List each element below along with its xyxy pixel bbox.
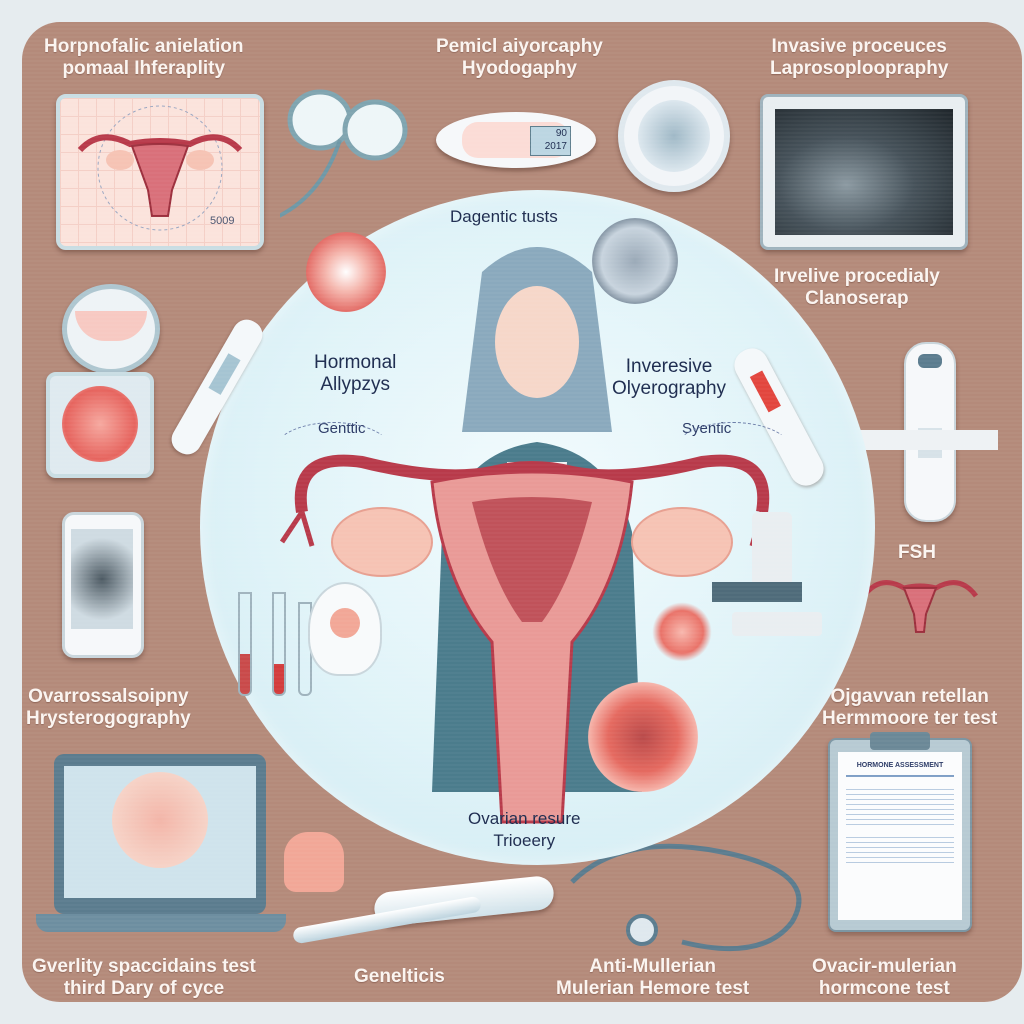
speculum-icon bbox=[269, 89, 408, 222]
connector-arc-left bbox=[272, 422, 394, 484]
test-tube bbox=[272, 592, 286, 696]
laptop-ultrasound bbox=[36, 750, 286, 940]
label-line: Allypzys bbox=[320, 374, 391, 395]
laptop-bezel bbox=[54, 754, 266, 914]
label-line: hormcone test bbox=[818, 978, 950, 999]
report-sheet: HORMONE ASSESSMENT bbox=[838, 752, 962, 920]
label-top-center: Pemicl aiyorcaphy Hyodogaphy bbox=[436, 36, 603, 80]
uterus-small-icon bbox=[861, 580, 979, 633]
laptop-screen bbox=[64, 766, 256, 898]
label-fsh: FSH bbox=[898, 542, 936, 563]
connector-arc-right bbox=[672, 422, 794, 484]
tissue-sample-card bbox=[46, 372, 154, 478]
label-line: Trioeery bbox=[493, 831, 556, 850]
egg-capsule bbox=[308, 582, 382, 676]
microscope-body bbox=[752, 512, 792, 592]
report-title: HORMONE ASSESSMENT bbox=[856, 762, 944, 769]
egg-cell-icon bbox=[306, 232, 386, 312]
ultrasound-monitor bbox=[760, 94, 968, 250]
uterus-diagram-icon: 5009 bbox=[77, 105, 243, 231]
center-title: Dagentic tusts bbox=[450, 207, 558, 226]
label-right-lower: Ojgavvan retellan Hermmoore ter test bbox=[822, 686, 997, 730]
label-line: Irvelive procedialy bbox=[774, 266, 940, 287]
label-line: Gverlity spaccidains test bbox=[32, 956, 256, 977]
fertility-monitor: 90 2017 bbox=[436, 112, 596, 168]
microscope-base bbox=[732, 612, 822, 636]
svg-text:5009: 5009 bbox=[210, 215, 234, 227]
test-tube bbox=[238, 592, 252, 696]
sample-fill bbox=[75, 311, 147, 341]
ovulation-test-device bbox=[834, 342, 998, 522]
report-rule bbox=[846, 775, 954, 777]
label-line: Horpnofalic anielation bbox=[44, 36, 244, 57]
cell-sample-icon bbox=[638, 100, 710, 172]
report-lines bbox=[846, 833, 954, 863]
label-line: third Dary of cyce bbox=[63, 978, 225, 999]
tissue-sample-icon bbox=[62, 386, 138, 462]
microscope-slide-lens bbox=[618, 80, 730, 192]
infographic-panel: Horpnofalic anielation pomaal Ihferaplit… bbox=[22, 22, 1022, 1002]
label-line: Clanoserap bbox=[805, 288, 909, 309]
smartphone-ultrasound bbox=[62, 512, 144, 658]
label-line: Pemicl aiyorcaphy bbox=[436, 36, 603, 57]
egg-cell-small-icon bbox=[652, 602, 712, 662]
strip-clamp bbox=[858, 430, 998, 450]
label-line: Ovacir-mulerian bbox=[812, 956, 957, 977]
inner-label-invasive: Inveresive Olyerography bbox=[612, 356, 726, 400]
label-line: Ovarrossalsoipny bbox=[28, 686, 189, 707]
label-bottom-right: Ovacir-mulerian hormcone test bbox=[812, 956, 957, 1000]
label-line: Anti-Mullerian bbox=[589, 956, 716, 977]
label-line: Hormonal bbox=[314, 352, 397, 373]
uterus-diagram-card: 5009 bbox=[56, 94, 264, 250]
label-top-right: Invasive proceuces Laprosoploopraphy bbox=[770, 36, 948, 80]
inner-label-hormonal: Hormonal Allypzys bbox=[314, 352, 396, 396]
label-line: Inveresive bbox=[625, 356, 713, 377]
clipboard-clip bbox=[870, 732, 930, 750]
label-line: Ojgavvan retellan bbox=[830, 686, 989, 707]
label-line: Hyodogaphy bbox=[461, 58, 577, 79]
report-lines bbox=[846, 785, 954, 825]
petri-dish bbox=[62, 284, 160, 374]
label-line: Laprosoploopraphy bbox=[770, 58, 949, 79]
label-line: Mulerian Hemore test bbox=[556, 978, 750, 999]
label-line: Olyerography bbox=[612, 378, 727, 399]
label-right-upper: Irvelive procedialy Clanoserap bbox=[774, 266, 940, 310]
microscope bbox=[712, 512, 822, 642]
laptop-base bbox=[36, 914, 286, 932]
embryo-cells-icon bbox=[592, 218, 678, 304]
phone-screen bbox=[71, 529, 133, 629]
readout-bottom: 2017 bbox=[544, 141, 567, 152]
thermometer-display bbox=[749, 370, 781, 413]
egg-icon bbox=[330, 608, 360, 638]
readout-top: 90 bbox=[555, 128, 567, 139]
label-bottom-center-left: Genelticis bbox=[354, 966, 445, 987]
label-top-left: Horpnofalic anielation pomaal Ihferaplit… bbox=[44, 36, 244, 80]
strip-window bbox=[918, 354, 942, 368]
label-line: Ovarian resure bbox=[468, 809, 581, 828]
monitor-display: 90 2017 bbox=[530, 126, 571, 156]
speculum-device bbox=[269, 80, 420, 265]
inner-label-ovarian-reserve: Ovarian resure Trioeery bbox=[468, 808, 580, 852]
label-line: Hermmoore ter test bbox=[822, 708, 998, 729]
label-left-middle: Ovarrossalsoipny Hrysterogography bbox=[26, 686, 191, 730]
label-line: Invasive proceuces bbox=[771, 36, 947, 57]
clipboard-report: HORMONE ASSESSMENT bbox=[828, 732, 972, 932]
follicle-tissue-icon bbox=[588, 682, 698, 792]
test-tubes bbox=[232, 582, 322, 702]
label-line: Hrysterogography bbox=[26, 708, 191, 729]
ultrasound-image bbox=[775, 109, 953, 235]
label-bottom-left: Gverlity spaccidains test third Dary of … bbox=[32, 956, 256, 1000]
cervix-model bbox=[284, 832, 344, 892]
microscope-stage bbox=[712, 582, 802, 602]
label-bottom-center-right: Anti-Mullerian Mulerian Hemore test bbox=[556, 956, 749, 1000]
label-line: pomaal Ihferaplity bbox=[62, 58, 226, 79]
uterus-scan-icon bbox=[112, 772, 208, 868]
